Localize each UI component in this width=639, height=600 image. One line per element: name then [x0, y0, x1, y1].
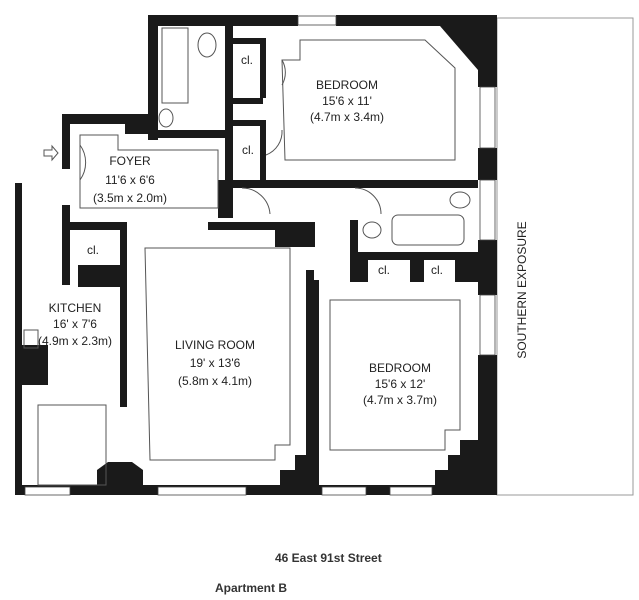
- living-room-dim-metric: (5.8m x 4.1m): [178, 374, 252, 388]
- interior-lines: [23, 27, 471, 486]
- closet-label: cl.: [242, 143, 254, 157]
- foyer-dim-metric: (3.5m x 2.0m): [93, 191, 167, 205]
- living-room-dim-imperial: 19' x 13'6: [190, 356, 241, 370]
- address: 46 East 91st Street: [275, 551, 382, 565]
- bedroom-south-name: BEDROOM: [369, 361, 431, 375]
- kitchen-dim-imperial: 16' x 7'6: [53, 317, 97, 331]
- kitchen-name: KITCHEN: [49, 301, 102, 315]
- closet-label: cl.: [241, 53, 253, 67]
- bedroom-south-dim-imperial: 15'6 x 12': [375, 377, 426, 391]
- walls: [15, 15, 497, 495]
- bedroom-north-name: BEDROOM: [316, 78, 378, 92]
- closet-label: cl.: [431, 263, 443, 277]
- living-room-name: LIVING ROOM: [175, 338, 255, 352]
- bedroom-north-dim-imperial: 15'6 x 11': [322, 94, 372, 108]
- bedroom-north-dim-metric: (4.7m x 3.4m): [310, 110, 384, 124]
- bedroom-south-dim-metric: (4.7m x 3.7m): [363, 393, 437, 407]
- foyer-dim-imperial: 11'6 x 6'6: [105, 173, 155, 187]
- kitchen-dim-metric: (4.9m x 2.3m): [38, 334, 112, 348]
- southern-exposure-label: SOUTHERN EXPOSURE: [515, 221, 529, 358]
- foyer-name: FOYER: [109, 154, 151, 168]
- southern-exposure-area: [496, 17, 634, 496]
- windows: [24, 15, 496, 496]
- closet-label: cl.: [378, 263, 390, 277]
- apartment-label: Apartment B: [215, 581, 288, 595]
- closet-label: cl.: [87, 243, 99, 257]
- entry-arrow-icon: [43, 144, 59, 162]
